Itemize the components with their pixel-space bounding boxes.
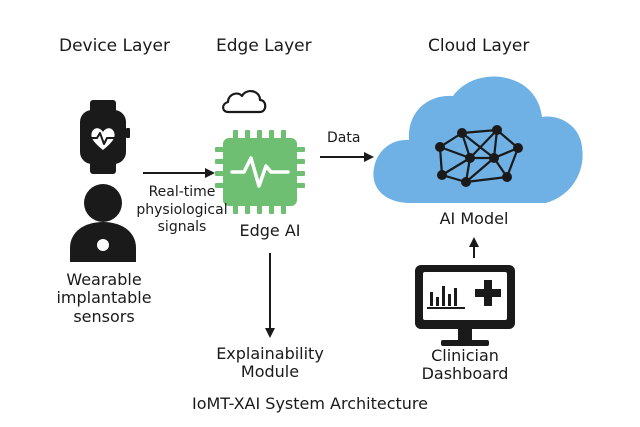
- person-icon: [70, 184, 136, 262]
- sensors-label-line: sensors: [73, 306, 135, 326]
- signals-edge-label-line: signals: [157, 219, 207, 235]
- signals-edge-label-line: physiological: [136, 201, 228, 218]
- diagram-caption: IoMT-XAI System Architecture: [191, 394, 428, 413]
- device-layer-heading: Device Layer: [59, 36, 170, 56]
- sensors-label-line: Wearable: [66, 270, 142, 289]
- monitor-chart-icon: [415, 265, 515, 346]
- edge-ai-label: Edge AI: [239, 221, 301, 240]
- dashboard-label-line: Dashboard: [421, 364, 509, 384]
- clinician-dashboard-label: Clinician Dashboard: [410, 346, 520, 384]
- edge-layer-heading: Edge Layer: [216, 36, 312, 56]
- sensors-label: Wearable implantable sensors: [54, 270, 154, 326]
- small-cloud-icon: [222, 90, 267, 114]
- signals-edge-label-line: Real-time: [148, 184, 216, 200]
- neural-network-cloud-icon: [373, 76, 583, 203]
- medical-cross-icon: [475, 280, 501, 306]
- ai-chip-icon: [215, 130, 305, 214]
- signals-edge-label: Real-time physiological signals: [130, 184, 234, 237]
- smartwatch-heart-icon: [80, 100, 130, 174]
- cloud-layer-heading: Cloud Layer: [428, 36, 530, 56]
- dashboard-label-line: Clinician: [431, 346, 499, 365]
- explainability-label-line: Explainability: [216, 344, 324, 363]
- ai-model-label: AI Model: [439, 209, 509, 228]
- data-edge-label: Data: [327, 130, 361, 146]
- explainability-module-label: Explainability Module: [205, 344, 335, 382]
- explainability-label-line: Module: [240, 362, 300, 382]
- sensors-label-line: implantable: [56, 288, 152, 308]
